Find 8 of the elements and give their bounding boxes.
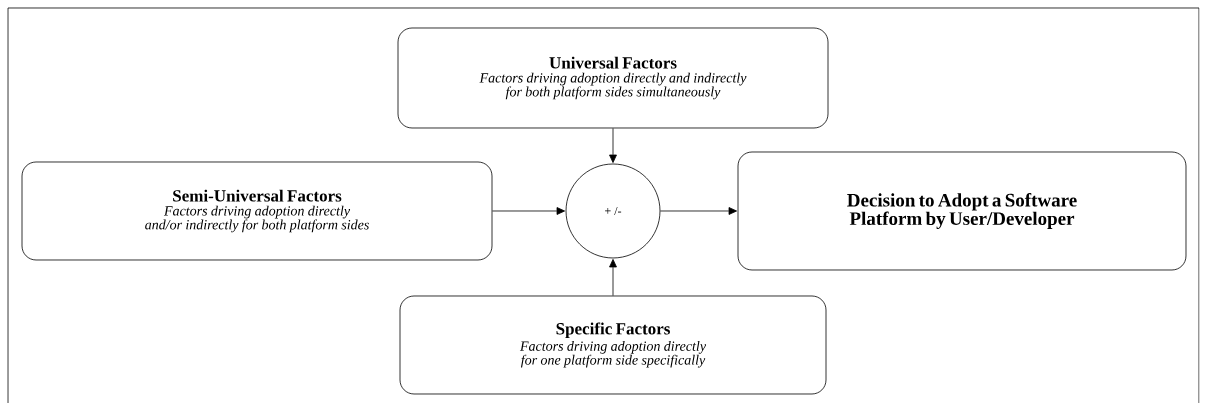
arrow [660, 207, 737, 215]
factor-box: Semi-Universal Factors Factors driving adoption directly and/or indirectly for both platform sides [21, 161, 493, 261]
arrow [609, 259, 617, 296]
factor-box: Universal Factors Factors driving adoption directly and indirectly for both platform sides simultaneously [397, 27, 829, 129]
factor-box: Specific Factors Factors driving adoption directly for one platform side specifically [399, 295, 827, 395]
arrow [609, 128, 617, 163]
decision-box: Decision to Adopt a Software Platform by User/Developer [737, 151, 1187, 271]
arrow [492, 207, 565, 215]
